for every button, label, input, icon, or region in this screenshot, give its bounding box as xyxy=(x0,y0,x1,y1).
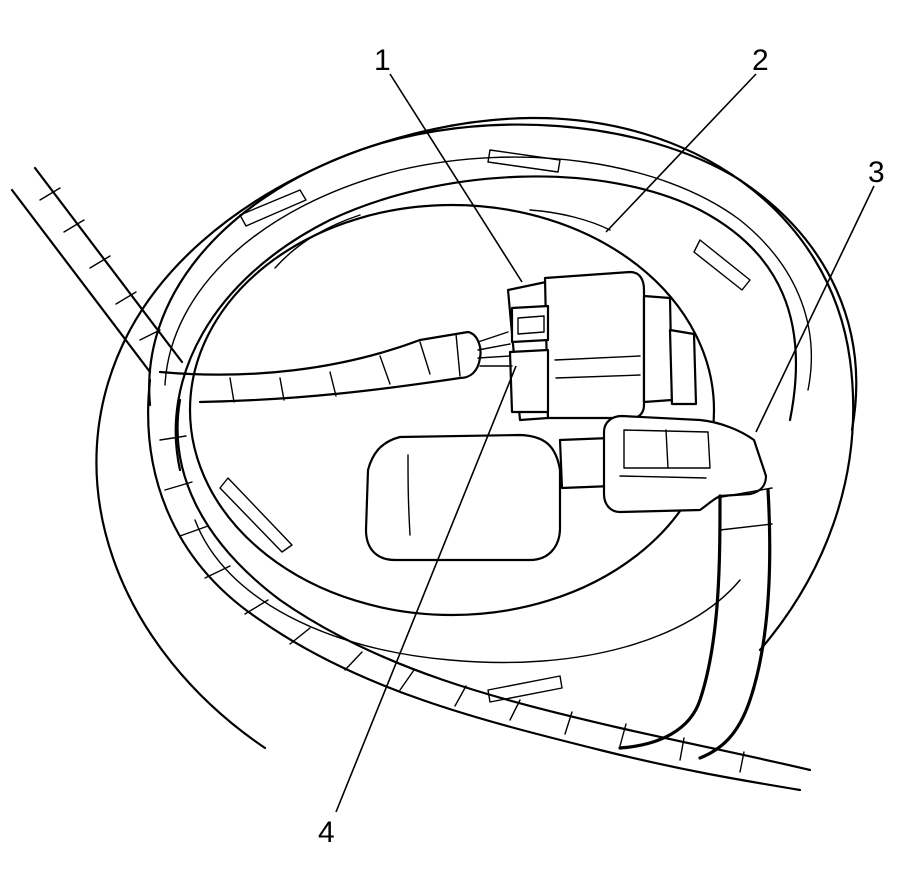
leader-2 xyxy=(605,73,757,233)
flange-tabs xyxy=(219,149,751,703)
electrical-connector xyxy=(506,270,698,422)
callout-label-3: 3 xyxy=(868,156,885,189)
pump-module-top xyxy=(188,203,716,617)
leader-1 xyxy=(389,73,523,283)
callout-leaders xyxy=(335,73,875,813)
callout-label-4: 4 xyxy=(318,816,335,849)
wiring-harness-lower xyxy=(147,378,812,792)
fuel-line-connector xyxy=(558,414,768,514)
callout-label-2: 2 xyxy=(752,44,769,77)
fuel-hose xyxy=(618,487,773,760)
tank-flange-rings xyxy=(95,116,858,750)
callout-label-1: 1 xyxy=(374,44,391,77)
leader-3 xyxy=(755,185,875,433)
leader-4 xyxy=(335,365,517,813)
connector-wires xyxy=(477,331,513,367)
callout-labels: 1 2 3 4 xyxy=(318,44,885,849)
wiring-harness-left xyxy=(10,166,482,404)
